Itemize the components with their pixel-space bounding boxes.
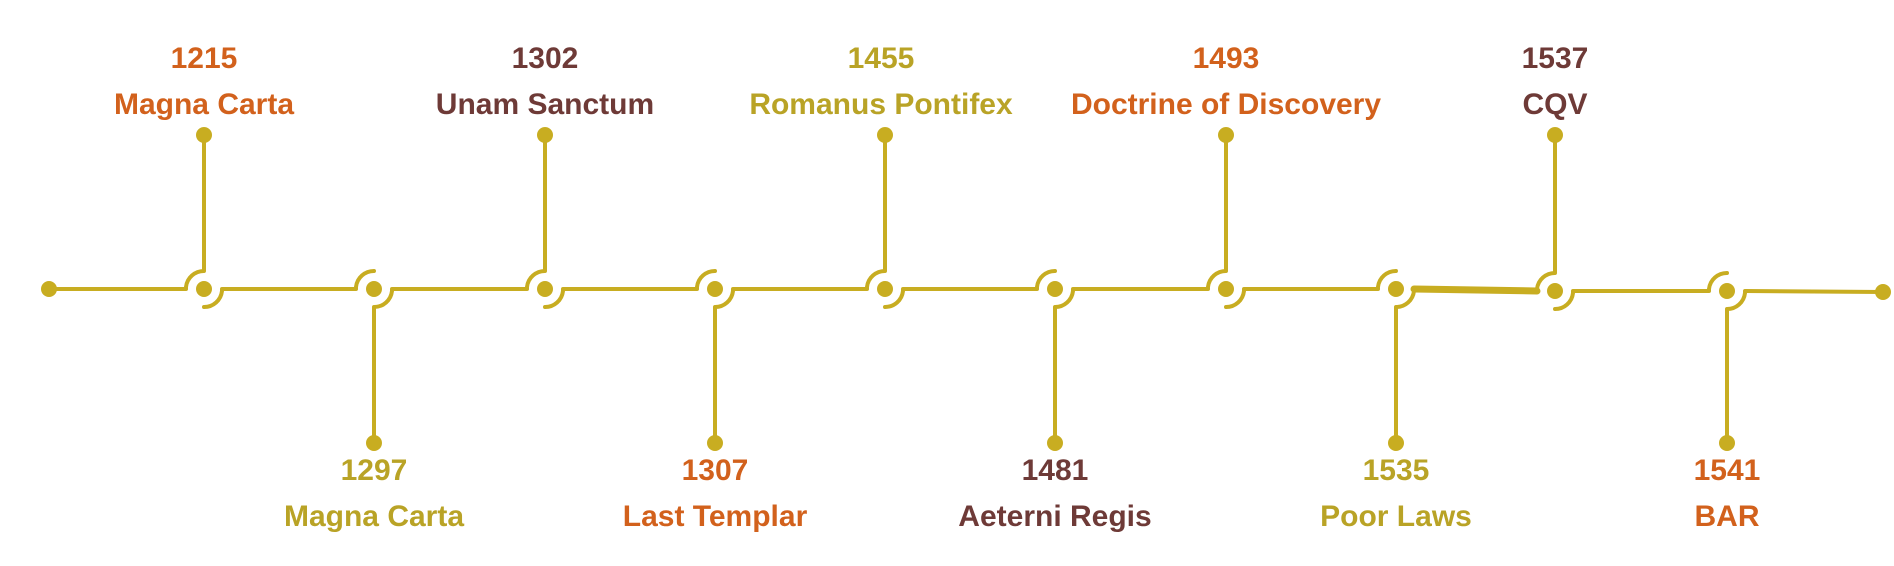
node-dot [1218, 281, 1234, 297]
node-arc-lower [1725, 291, 1747, 312]
event-year: 1455 [848, 42, 915, 75]
event-stem-dot [537, 127, 553, 143]
node-arc-lower [202, 289, 224, 310]
node-dot [537, 281, 553, 297]
node-arc-upper [1707, 270, 1729, 291]
event-stem-dot [366, 435, 382, 451]
event-title: Unam Sanctum [436, 88, 654, 121]
axis-end-dot [1875, 284, 1891, 300]
event-year: 1537 [1522, 42, 1589, 75]
event-title: Doctrine of Discovery [1071, 88, 1381, 121]
event-title: Magna Carta [114, 88, 294, 121]
node-arc-upper [1376, 268, 1398, 289]
node-dot [366, 281, 382, 297]
node-dot [707, 281, 723, 297]
node-arc-upper [525, 268, 547, 289]
event-year: 1297 [341, 454, 408, 487]
node-dot [1719, 283, 1735, 299]
event-stem-dot [1388, 435, 1404, 451]
node-arc-upper [1035, 268, 1057, 289]
node-arc-upper [1535, 270, 1557, 291]
node-arc-lower [713, 289, 735, 310]
timeline-lines [41, 127, 1891, 451]
event-year: 1535 [1363, 454, 1430, 487]
node-dot [1047, 281, 1063, 297]
node-arc-lower [1053, 289, 1075, 310]
node-dot [1388, 281, 1404, 297]
axis-segment [1743, 289, 1885, 294]
event-stem-dot [707, 435, 723, 451]
event-year: 1215 [171, 42, 238, 75]
node-arc-upper [184, 268, 206, 289]
event-year: 1307 [682, 454, 749, 487]
event-title: BAR [1695, 500, 1760, 533]
event-title: Magna Carta [284, 500, 464, 533]
node-dot [877, 281, 893, 297]
event-title: CQV [1522, 88, 1587, 121]
event-title: Poor Laws [1320, 500, 1472, 533]
event-title: Aeterni Regis [958, 500, 1151, 533]
node-dot [196, 281, 212, 297]
event-stem-dot [1547, 127, 1563, 143]
node-arc-upper [354, 268, 376, 289]
event-stem-dot [1047, 435, 1063, 451]
axis-segment [1410, 285, 1541, 295]
event-year: 1541 [1694, 454, 1761, 487]
event-year: 1302 [512, 42, 579, 75]
node-arc-lower [372, 289, 394, 310]
event-stem-dot [1218, 127, 1234, 143]
event-year: 1493 [1193, 42, 1260, 75]
node-arc-lower [883, 289, 905, 310]
node-arc-upper [1206, 268, 1228, 289]
node-arc-lower [543, 289, 565, 310]
node-arc-upper [865, 268, 887, 289]
event-title: Romanus Pontifex [749, 88, 1013, 121]
node-arc-lower [1394, 289, 1416, 310]
event-stem-dot [1719, 435, 1735, 451]
node-arc-lower [1553, 291, 1575, 312]
event-stem-dot [877, 127, 893, 143]
node-arc-lower [1224, 289, 1246, 310]
node-dot [1547, 283, 1563, 299]
event-stem-dot [196, 127, 212, 143]
event-title: Last Templar [623, 500, 808, 533]
axis-start-dot [41, 281, 57, 297]
node-arc-upper [695, 268, 717, 289]
event-year: 1481 [1022, 454, 1089, 487]
